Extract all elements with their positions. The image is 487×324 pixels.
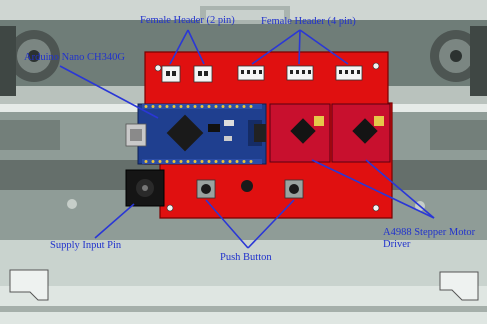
dc-power-jack xyxy=(126,170,164,206)
label-female-header-4pin: Female Header (4 pin) xyxy=(261,16,356,27)
label-arduino-nano: Arduino Nano CH340G xyxy=(24,52,125,63)
label-supply-input-pin: Supply Input Pin xyxy=(50,240,121,251)
label-a4988-driver-line2: Driver xyxy=(383,239,410,250)
label-a4988-driver-line1: A4988 Stepper Motor xyxy=(383,227,475,238)
push-button-right xyxy=(285,180,303,198)
female-header-2pin-right xyxy=(194,66,212,82)
label-female-header-2pin: Female Header (2 pin) xyxy=(140,15,235,26)
push-button-left xyxy=(197,180,215,198)
icsp-header xyxy=(254,124,266,142)
female-header-4pin-3 xyxy=(336,66,362,80)
a4988-driver-1 xyxy=(270,104,330,162)
arduino-nano-board xyxy=(138,104,266,164)
female-header-2pin-left xyxy=(162,66,180,82)
female-header-4pin-1 xyxy=(238,66,264,80)
usb-connector xyxy=(126,124,146,146)
buzzer xyxy=(241,180,253,192)
a4988-driver-2 xyxy=(332,104,390,162)
label-push-button: Push Button xyxy=(220,252,272,263)
female-header-4pin-2 xyxy=(287,66,313,80)
